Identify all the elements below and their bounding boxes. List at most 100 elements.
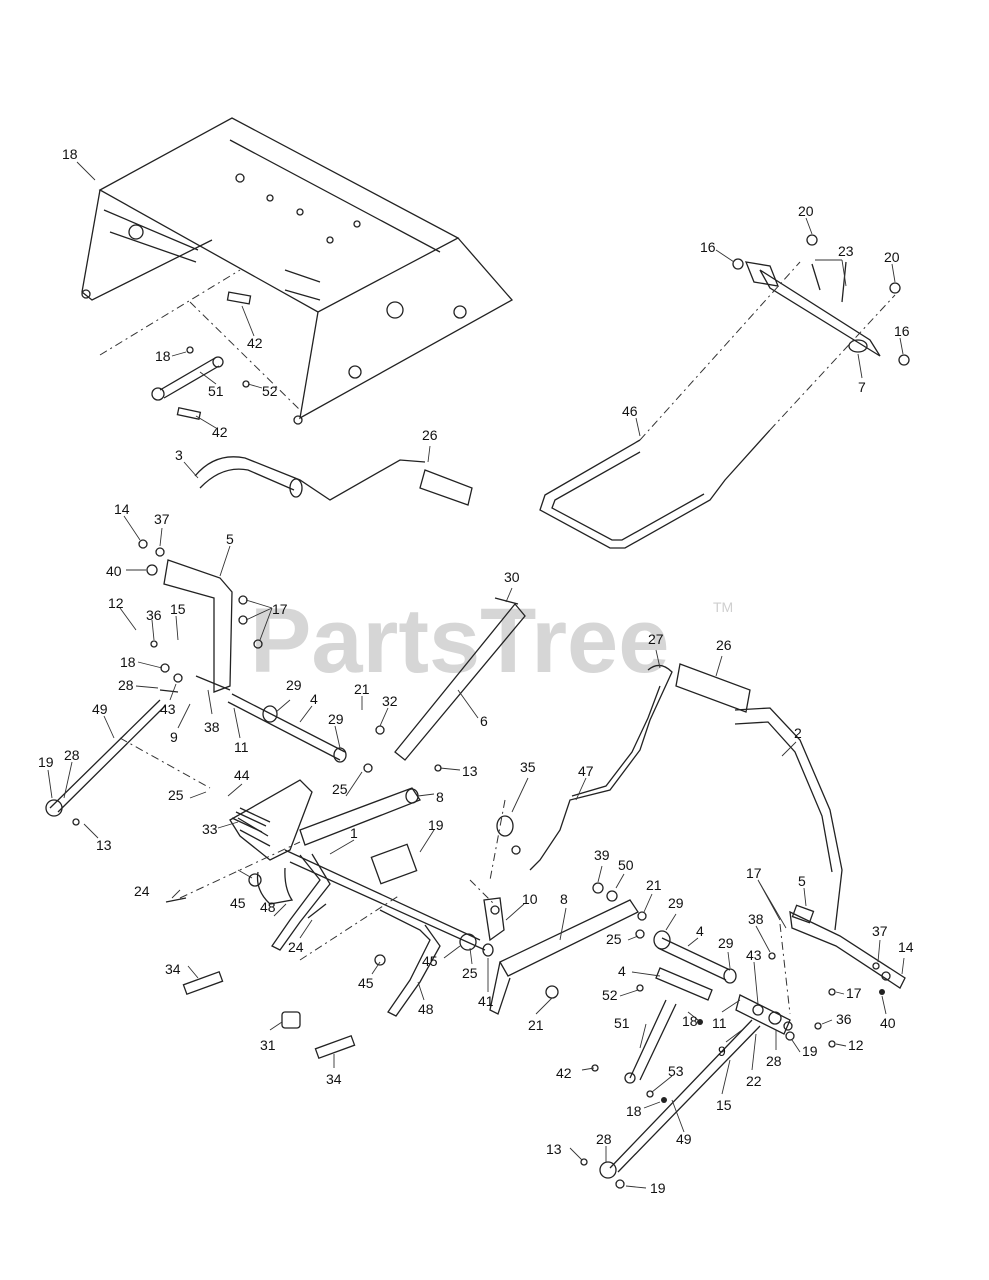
- callout-label: 13: [546, 1141, 562, 1157]
- callout-label: 34: [326, 1071, 342, 1087]
- callout-label: 17: [272, 601, 288, 617]
- frame-dash-line: [99, 269, 241, 356]
- pin-dash-line: [299, 894, 401, 961]
- callout-label: 28: [766, 1053, 782, 1069]
- callout-label: 42: [247, 335, 263, 351]
- shaft-11-4-right: [653, 930, 737, 1001]
- callout-label: 19: [428, 817, 444, 833]
- callout-label: 22: [746, 1073, 762, 1089]
- fitting-dash-line: [489, 799, 506, 881]
- callout-label: 1: [350, 825, 358, 841]
- callout-label: 18: [682, 1013, 698, 1029]
- callout-label: 37: [154, 511, 170, 527]
- callout-label: 19: [650, 1180, 666, 1196]
- callout-label: 27: [648, 631, 664, 647]
- callout-label: 39: [594, 847, 610, 863]
- callout-label: 47: [578, 763, 594, 779]
- callout-label: 29: [668, 895, 684, 911]
- callout-label: 33: [202, 821, 218, 837]
- callout-label: 8: [560, 891, 568, 907]
- callout-label: 42: [556, 1065, 572, 1081]
- bolt-40-right: [879, 989, 885, 995]
- washer-36-right: [814, 1022, 822, 1030]
- callout-label: 37: [872, 923, 888, 939]
- callout-label: 25: [168, 787, 184, 803]
- callout-label: 25: [606, 931, 622, 947]
- rod-51-right: [624, 999, 677, 1084]
- callout-label: 5: [226, 531, 234, 547]
- callout-label: 51: [208, 383, 224, 399]
- callout-label: 10: [522, 891, 538, 907]
- spacer-31: [281, 1011, 301, 1029]
- leader-lines: [47, 161, 905, 1189]
- callout-label: 4: [618, 963, 626, 979]
- bracket-5-right: [789, 904, 906, 989]
- callout-label: 30: [504, 569, 520, 585]
- assembly-43-22: [735, 994, 793, 1035]
- callout-label: 45: [422, 953, 438, 969]
- bolt-42-upper: [226, 291, 252, 305]
- bolt-17-right: [828, 988, 836, 996]
- watermark-trademark: TM: [713, 599, 733, 615]
- callout-label: 28: [64, 747, 80, 763]
- callout-label: 9: [170, 729, 178, 745]
- callout-label: 2: [794, 725, 802, 741]
- lever-8-left: [299, 787, 421, 846]
- callout-label: 21: [646, 877, 662, 893]
- spring-33: [231, 807, 271, 833]
- pin-dash-line: [179, 841, 301, 899]
- callout-label: 28: [596, 1131, 612, 1147]
- nut-19-right: [785, 1031, 795, 1041]
- callout-label: 20: [884, 249, 900, 265]
- callout-label: 14: [114, 501, 130, 517]
- callout-label: 38: [748, 911, 764, 927]
- frame-dash-line: [189, 301, 301, 411]
- bracket-dash-line: [779, 923, 791, 1015]
- callout-label: 17: [746, 865, 762, 881]
- shaft-11-4: [227, 693, 373, 773]
- callout-label: 15: [716, 1097, 732, 1113]
- bolt-42-lower: [176, 407, 202, 420]
- callout-label: 32: [382, 693, 398, 709]
- callout-label: 52: [262, 383, 278, 399]
- callout-label: 11: [234, 739, 249, 755]
- bolt-39: [592, 882, 604, 894]
- linkage-dash-line: [119, 737, 211, 789]
- callout-label: 49: [676, 1131, 692, 1147]
- pedal-rod-46: [539, 429, 771, 549]
- callout-label: 31: [260, 1037, 276, 1053]
- shift-rod-3: [194, 456, 473, 506]
- callout-label: 19: [38, 754, 54, 770]
- callout-label: 24: [288, 939, 304, 955]
- callout-label: 40: [106, 563, 122, 579]
- callout-label: 52: [602, 987, 618, 1003]
- callout-label: 19: [802, 1043, 818, 1059]
- fitting-35: [496, 815, 521, 855]
- pedal-dash-line: [769, 294, 896, 431]
- callout-label: 48: [260, 899, 276, 915]
- callout-label: 18: [62, 146, 78, 162]
- callout-label: 45: [358, 975, 374, 991]
- callout-label: 48: [418, 1001, 434, 1017]
- callout-label: 42: [212, 424, 228, 440]
- nut-18-right: [661, 1097, 667, 1103]
- callout-label: 36: [146, 607, 162, 623]
- frame-housing: [81, 117, 514, 425]
- washer-50: [606, 890, 618, 902]
- pin-24-b: [307, 903, 327, 919]
- callout-label: 41: [478, 993, 494, 1009]
- callout-label: 9: [718, 1043, 726, 1059]
- callout-label: 8: [436, 789, 444, 805]
- callout-label: 53: [668, 1063, 684, 1079]
- callout-label: 43: [746, 947, 762, 963]
- callout-label: 15: [170, 601, 186, 617]
- callout-label: 18: [120, 654, 136, 670]
- callout-label: 44: [234, 767, 250, 783]
- callout-label: 29: [286, 677, 302, 693]
- bolt-52-right: [636, 984, 644, 992]
- callout-label: 17: [846, 985, 862, 1001]
- callout-label: 29: [328, 711, 344, 727]
- pin-24: [165, 897, 187, 903]
- pedal-arm-48-right: [314, 909, 441, 1060]
